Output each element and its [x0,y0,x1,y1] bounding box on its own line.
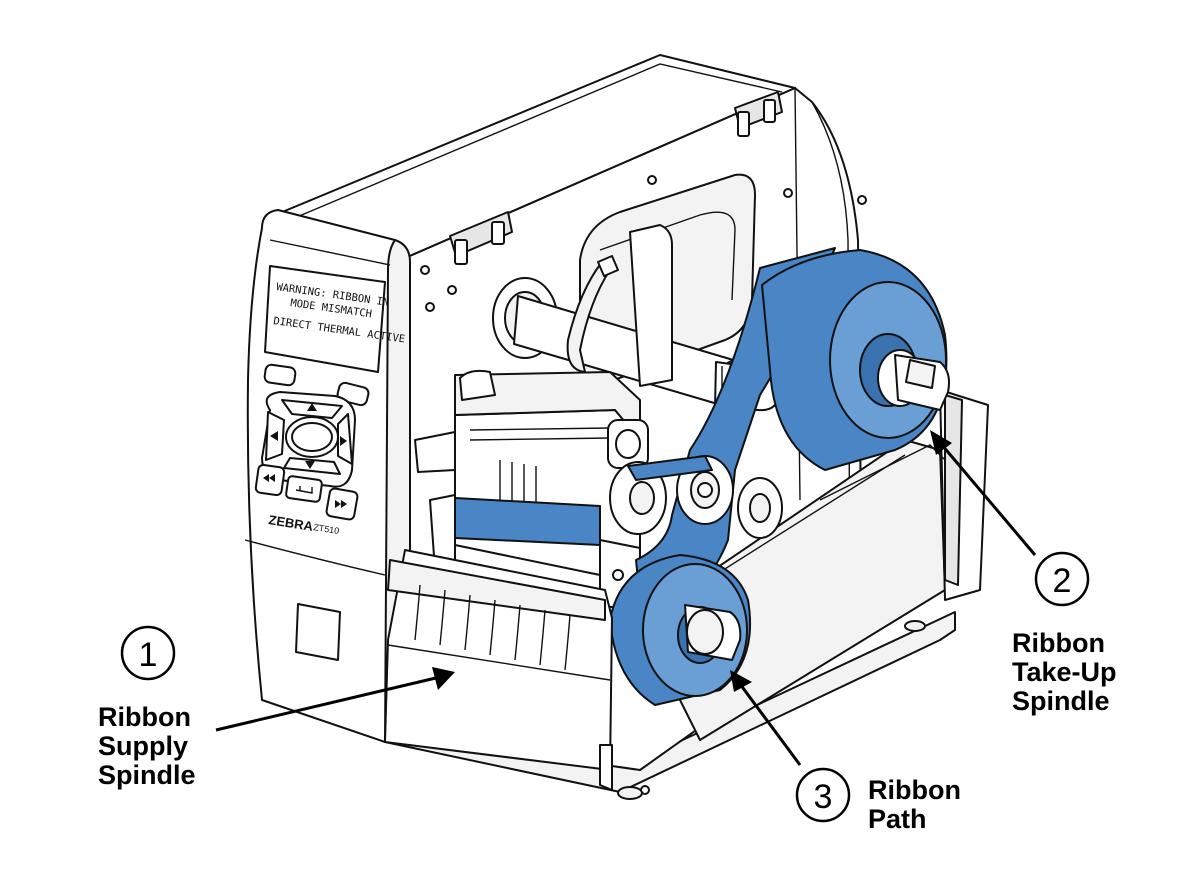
callout-1-number: 1 [139,636,158,674]
media-keys [254,463,359,521]
arrow-right-icon [340,436,347,446]
front-cover [384,549,926,800]
callout-1-arrowhead [432,667,455,690]
arrow-left-icon [270,431,278,441]
callout-2-label-line-2: Take-Up [1012,657,1117,687]
hinge-right [734,91,783,137]
access-window [295,603,341,661]
callout-2-arrowhead [930,430,952,455]
ribbon [609,247,950,706]
callout-1-label-line-3: Spindle [98,760,196,790]
callout-3-leader [738,683,802,766]
callout-3-number: 3 [814,778,833,816]
right-button[interactable] [337,413,353,465]
lcd-screen [264,265,386,373]
printhead-assembly [414,369,649,613]
hinge-left [449,211,513,265]
callout-2-label-line-3: Spindle [1012,686,1110,716]
callout-3-label-line-1: Ribbon [868,775,961,805]
navigation-pad [261,391,356,488]
down-button[interactable] [283,457,341,475]
callout-2-leader [940,444,1037,556]
callout-1-label-line-2: Supply [98,731,188,761]
callout-2: 2 Ribbon Take-Up Spindle [930,430,1117,716]
callout-2-badge [1034,551,1090,607]
arrow-up-icon [307,403,317,411]
callout-1-label-line-1: Ribbon [98,702,191,732]
callout-1: 1 Ribbon Supply Spindle [98,625,455,790]
rewind-button[interactable] [254,463,286,497]
rewind-icon [263,474,275,482]
frame-screws [420,175,867,795]
callout-2-number: 2 [1053,562,1072,600]
callout-1-leader [215,675,441,732]
pause-icon [295,486,313,494]
supply-hub [686,609,724,655]
callout-3-badge [795,767,851,823]
callout-3-label-line-2: Path [868,804,927,834]
callout-3: 3 Ribbon Path [730,670,961,834]
callout-3-arrowhead [730,670,752,692]
fast-forward-icon [335,500,347,508]
control-panel: WARNING: RIBBON IN MODE MISMATCH DIRECT … [244,209,411,743]
brand-logo: ZEBRA [268,512,315,534]
model-name: ZT510 [313,522,340,536]
left-soft-key[interactable] [263,363,297,387]
callout-1-badge [120,625,176,681]
arrow-down-icon [305,461,315,469]
pause-button[interactable] [285,475,323,503]
callout-2-label-line-1: Ribbon [1012,628,1105,658]
